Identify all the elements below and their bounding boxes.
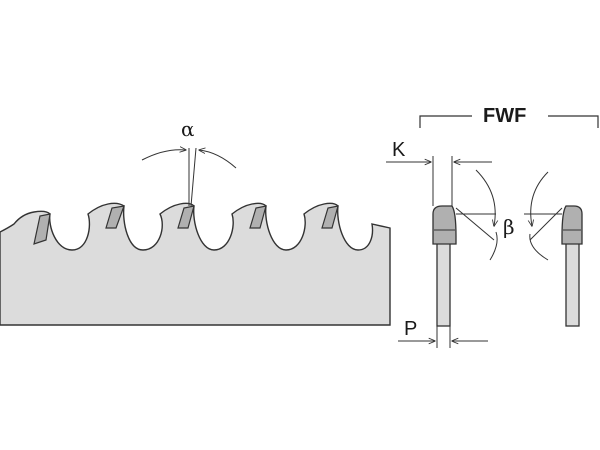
plate-dimension xyxy=(398,326,488,348)
bevel-angle-lines xyxy=(455,169,563,261)
tooth-section-right xyxy=(561,205,583,327)
carbide-tip-2 xyxy=(105,205,125,229)
tip-left xyxy=(432,205,457,245)
plate-thickness-label: P xyxy=(404,318,417,340)
rake-angle-indicator xyxy=(141,148,237,207)
tooth-section-left xyxy=(432,205,457,327)
plate-left xyxy=(436,239,451,327)
plate-right xyxy=(565,239,580,327)
kerf-dimension xyxy=(386,156,492,206)
carbide-tip-5 xyxy=(321,205,339,229)
blade-side-view: α xyxy=(0,117,391,326)
grind-type-label: FWF xyxy=(483,105,526,127)
rake-angle-label: α xyxy=(181,117,195,141)
carbide-tip-3 xyxy=(177,205,195,229)
kerf-label: K xyxy=(392,139,406,161)
carbide-tip-1 xyxy=(33,213,51,245)
grind-cross-section: FWF K xyxy=(386,105,599,348)
bevel-angle-label: β xyxy=(503,215,515,239)
fwf-bracket xyxy=(419,115,599,128)
carbide-tip-4 xyxy=(249,205,267,229)
tip-right xyxy=(561,205,583,245)
